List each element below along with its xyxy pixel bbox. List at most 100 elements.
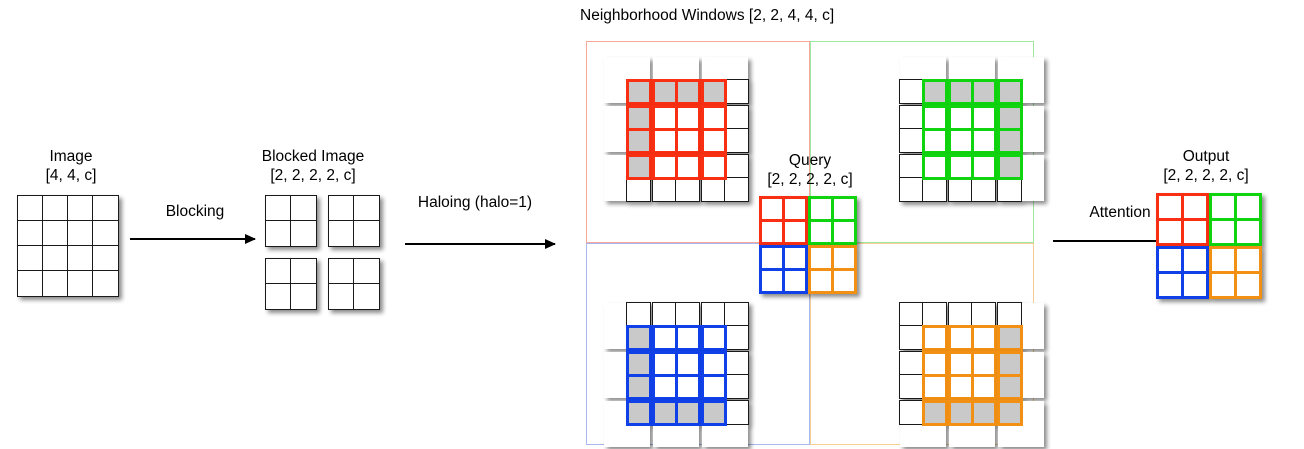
neighborhood-windows-area [586,41,1044,448]
tile-cell [1233,217,1262,246]
tile-cell [701,302,726,327]
query-block-orange [1208,245,1262,299]
tile-cell [700,153,727,180]
tile-cell [899,177,924,202]
tile-cell [970,373,997,400]
tile-cell [92,270,119,297]
tile-cell [265,258,292,285]
tile-cell [42,220,69,247]
query-block-green [1208,192,1262,246]
neighborhood-block [700,104,749,154]
neighborhood-block [899,302,948,351]
tile-cell [921,373,948,400]
tile-cell [328,283,355,310]
tile-cell [899,374,924,399]
tile-cell [970,324,997,351]
tile-cell [1020,154,1045,179]
query-caption: Query [2, 2, 2, 2, c] [740,151,880,189]
tile-cell [265,220,292,247]
tile-cell [42,245,69,272]
tile-cell [67,220,94,247]
tile-cell [603,79,628,104]
tile-cell [921,78,948,105]
tile-cell [353,258,380,285]
tile-cell [1020,374,1045,399]
tile-cell [675,177,700,202]
attention-arrow [1053,240,1183,242]
neighborhood-block [651,104,701,154]
neighborhood-windows-title: Neighborhood Windows [580,7,745,24]
output-caption: Output [2, 2, 2, 2, c] [1136,147,1276,185]
tile-cell [1020,325,1045,350]
output-title: Output [1182,148,1230,165]
tile-cell [603,374,628,399]
tile-cell [603,154,628,179]
tile-cell [290,283,317,310]
tile-cell [922,56,947,81]
neighborhood-block [603,153,652,202]
neighborhood-block [996,399,1045,447]
neighborhood-block [996,104,1045,154]
tile-cell [674,373,701,400]
tile-cell [899,105,924,130]
neighborhood-block [947,350,997,400]
tile-cell [947,373,974,400]
tile-cell [970,78,997,105]
neighborhood-block [899,350,948,400]
tile-cell [1180,270,1209,299]
tile-cell [700,324,727,351]
neighborhood-block [996,57,1044,105]
tile-cell [947,127,974,154]
tile-cell [781,267,808,294]
tile-cell [674,324,701,351]
tile-cell [353,195,380,222]
neighborhood-block [603,56,652,105]
tile-cell [603,128,628,153]
query-shape: [2, 2, 2, 2, c] [767,171,853,188]
tile-cell [921,399,948,426]
tile-cell [724,400,749,425]
neighborhood-quadrant-red [586,41,810,243]
tile-cell [996,127,1023,154]
neighborhood-block [604,399,652,448]
neighborhood-block [700,302,749,351]
tile-cell [1180,217,1209,246]
tile-cell [700,399,727,426]
tile-cell [674,153,701,180]
tile-cell [997,177,1022,202]
tile-cell [1020,128,1045,153]
tile-cell [626,423,651,448]
tile-cell [1233,270,1262,299]
tile-cell [1180,192,1209,221]
image-title: Image [49,148,93,165]
tile-cell [899,423,924,448]
tile-cell [42,195,69,222]
tile-cell [1020,400,1045,425]
tile-cell [921,127,948,154]
neighborhood-block [996,302,1045,351]
tile-cell [724,56,749,81]
neighborhood-block [700,153,749,202]
tile-cell [724,177,749,202]
tile-cell [626,302,651,327]
blocking-label: Blocking [125,202,265,221]
tile-cell [290,195,317,222]
neighborhood-block [603,104,652,154]
haloing-label: Haloing (halo=1) [400,193,550,212]
tile-cell [996,153,1023,180]
neighborhood-block [603,350,652,400]
tile-cell [603,56,628,81]
tile-cell [970,399,997,426]
tile-cell [899,325,924,350]
tile-cell [724,128,749,153]
tile-cell [724,423,749,448]
tile-cell [92,245,119,272]
tile-cell [328,220,355,247]
neighborhood-block [899,399,948,448]
neighborhood-block [651,350,701,400]
tile-cell [971,177,996,202]
tile-cell [921,153,948,180]
output-shape: [2, 2, 2, 2, c] [1163,167,1249,184]
tile-cell [948,302,973,327]
